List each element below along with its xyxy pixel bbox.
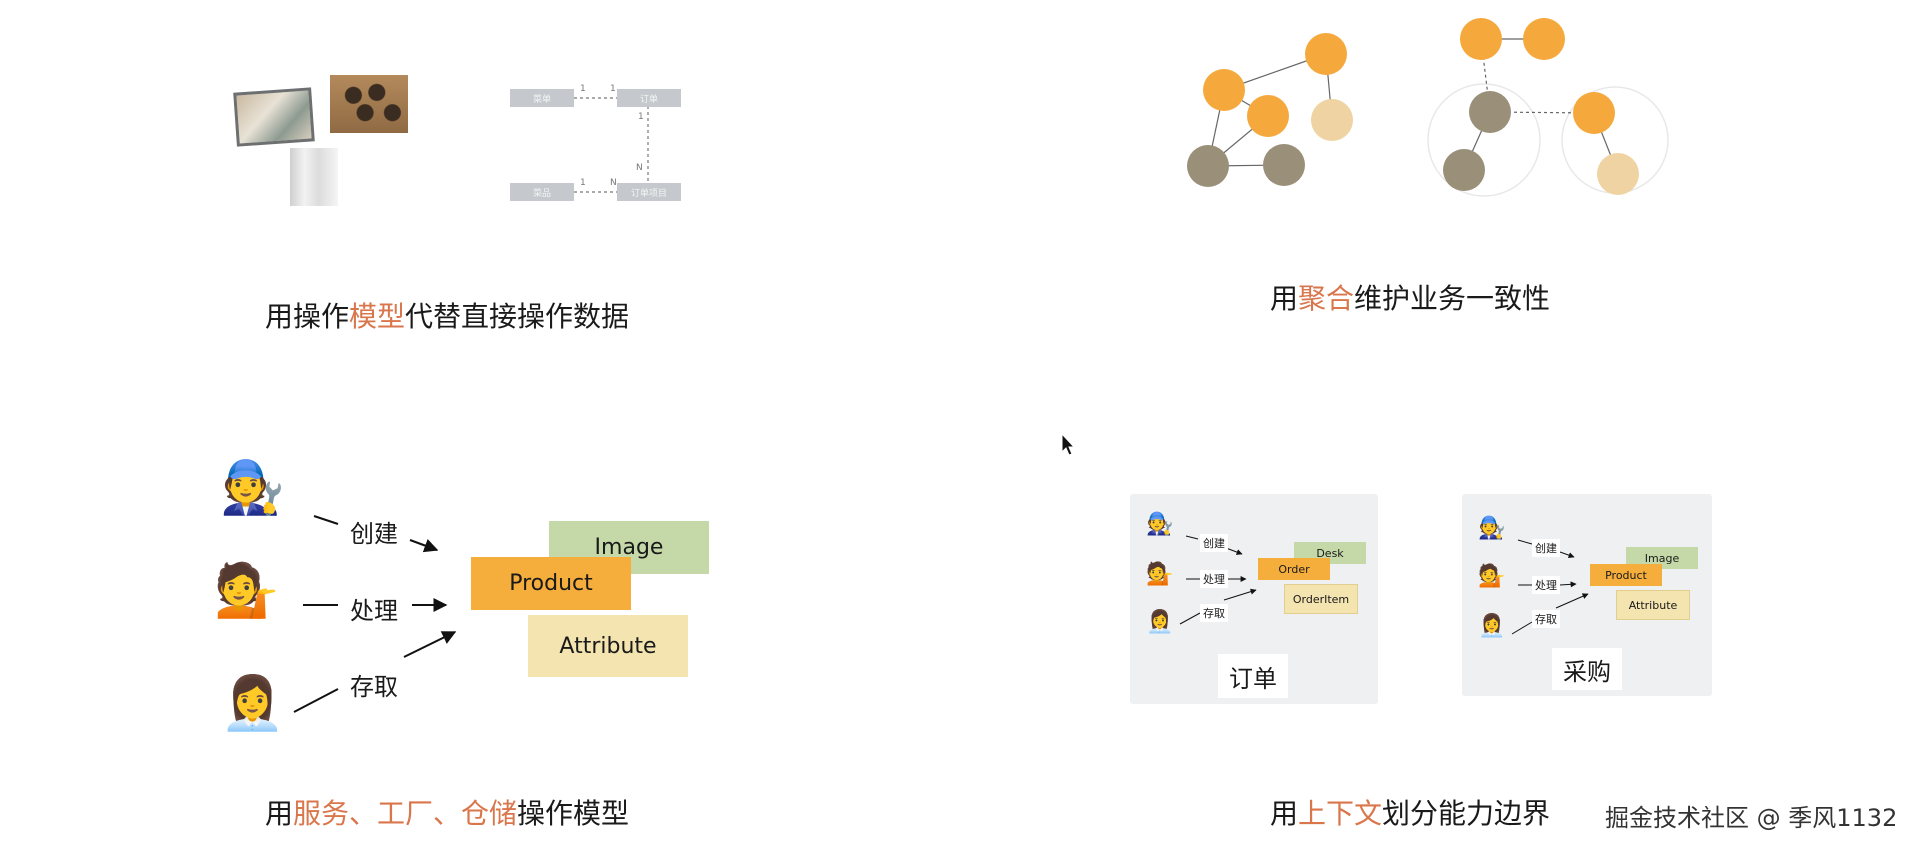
office-worker-icon: 👩‍💼 [1146, 610, 1174, 635]
caption-text: 用操作 [265, 300, 350, 333]
watermark: 掘金技术社区 @ 季风1132 [1605, 804, 1898, 832]
caption-text: 维护业务一致性 [1354, 282, 1551, 315]
er-cardinality: 1 [580, 178, 586, 188]
er-cardinality: N [610, 178, 617, 188]
action-access-label: 存取 [350, 673, 398, 701]
context-panel-purchase: 🧑‍🔧 💁 👩‍💼 创建 处理 存取 Image Product Attribu… [1462, 494, 1712, 696]
panel-box-order-item: OrderItem [1284, 584, 1358, 614]
caption-text: 划分能力边界 [1382, 797, 1551, 830]
mechanic-person-icon: 🧑‍🔧 [1478, 516, 1506, 541]
caption-context: 用上下文划分能力边界 [1270, 792, 1550, 832]
caption-aggregate: 用聚合维护业务一致性 [1270, 277, 1550, 317]
caption-operate-model: 用操作模型代替直接操作数据 [265, 295, 629, 335]
panel-action-create: 创建 [1200, 534, 1228, 552]
er-cardinality: 1 [638, 112, 644, 122]
graph-node [1469, 91, 1511, 133]
caption-highlight: 服务、工厂、仓储 [293, 797, 518, 830]
caption-text: 代替直接操作数据 [405, 300, 630, 333]
tipping-hand-person-icon: 💁 [1146, 562, 1174, 587]
caption-text: 用 [1270, 282, 1299, 315]
panel-action-access: 存取 [1532, 610, 1560, 628]
caption-text: 用 [265, 797, 294, 830]
action-create-label: 创建 [350, 520, 398, 548]
panel-arrows [1511, 539, 1589, 635]
graph-node [1311, 99, 1353, 141]
graph-node [1460, 18, 1502, 60]
graph-node [1573, 92, 1615, 134]
caption-highlight: 聚合 [1298, 282, 1355, 315]
panel-arrows [1179, 535, 1257, 625]
attribute-box: Attribute [528, 615, 688, 677]
er-cardinality: 1 [580, 84, 586, 94]
caption-highlight: 上下文 [1298, 797, 1383, 830]
panel-action-process: 处理 [1200, 570, 1228, 588]
mechanic-person-icon: 🧑‍🔧 [1146, 512, 1174, 537]
context-panel-order: 🧑‍🔧 💁 👩‍💼 创建 处理 存取 Desk Order OrderItem … [1130, 494, 1378, 704]
graph-node [1247, 95, 1289, 137]
panel-box-order: Order [1258, 558, 1330, 580]
panel-action-process: 处理 [1532, 576, 1560, 594]
er-box-order-item: 订单项目 [617, 183, 681, 201]
caption-services: 用服务、工厂、仓储操作模型 [265, 792, 629, 832]
tipping-hand-person-icon: 💁 [214, 561, 279, 621]
graph-node [1443, 149, 1485, 191]
office-worker-icon: 👩‍💼 [220, 674, 285, 734]
tipping-hand-person-icon: 💁 [1478, 564, 1506, 589]
er-box-menu: 菜单 [510, 89, 574, 107]
graph-node [1305, 33, 1347, 75]
order-tokens-photo [330, 75, 408, 133]
office-worker-icon: 👩‍💼 [1478, 614, 1506, 639]
graph-node [1263, 144, 1305, 186]
graph-node [1187, 145, 1229, 187]
action-process-label: 处理 [350, 597, 398, 625]
panel-box-attribute: Attribute [1616, 590, 1690, 620]
context-label-purchase: 采购 [1552, 648, 1622, 690]
graph-node [1523, 18, 1565, 60]
mechanic-person-icon: 🧑‍🔧 [220, 458, 285, 518]
receipt-photo [290, 148, 338, 206]
graph-node [1597, 153, 1639, 195]
er-box-order: 订单 [617, 89, 681, 107]
product-box: Product [471, 557, 631, 610]
er-cardinality: N [636, 163, 643, 173]
panel-action-create: 创建 [1532, 539, 1560, 557]
graph-node [1203, 69, 1245, 111]
caption-text: 操作模型 [517, 797, 630, 830]
panel-box-image: Image [1626, 547, 1698, 569]
er-cardinality: 1 [610, 84, 616, 94]
panel-action-access: 存取 [1200, 604, 1228, 622]
er-box-dish: 菜品 [510, 183, 574, 201]
aggregate-boundary [1427, 83, 1541, 197]
caption-text: 用 [1270, 797, 1299, 830]
context-label-order: 订单 [1218, 654, 1288, 698]
caption-highlight: 模型 [349, 300, 406, 333]
panel-box-product: Product [1590, 564, 1662, 586]
